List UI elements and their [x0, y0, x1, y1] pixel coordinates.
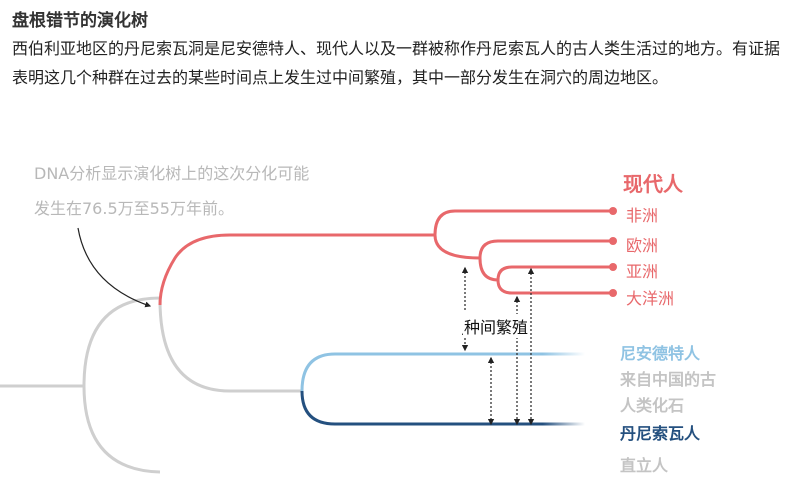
annotation-arrow [77, 227, 152, 308]
annotation-line-1: DNA分析显示演化树上的这次分化可能 [34, 164, 310, 183]
root-split [82, 296, 161, 474]
label-china-fossil-line2: 人类化石 [620, 396, 685, 415]
label-denisovan: 丹尼索瓦人 [620, 424, 701, 443]
denisovan-branch [300, 390, 585, 426]
oceania-branch [496, 279, 613, 295]
annotation-line-2: 发生在76.5万至55万年前。 [34, 199, 234, 218]
oceania-dot [609, 289, 617, 297]
asia-dot [609, 263, 617, 271]
interbreeding-label: 种间繁殖 [463, 314, 530, 338]
africa-branch [433, 209, 613, 236]
asia-oceania-branch [478, 257, 499, 282]
europe-dot [609, 237, 617, 245]
label-china-fossil-line1: 来自中国的古 [620, 370, 717, 389]
modern-branch [158, 233, 435, 306]
label-europe: 欧洲 [626, 236, 659, 255]
label-oceania: 大洋洲 [626, 289, 675, 308]
neanderthal-branch [300, 352, 585, 392]
label-africa: 非洲 [626, 206, 659, 225]
asia-branch [496, 265, 613, 281]
diagram-title: 盘根错节的演化树 [12, 11, 148, 31]
label-neanderthal: 尼安德特人 [620, 344, 701, 363]
intro-paragraph: 西伯利亚地区的丹尼索瓦洞是尼安德特人、现代人以及一群被称作丹尼索瓦人的古人类生活… [12, 39, 781, 87]
label-modern-humans: 现代人 [623, 172, 683, 196]
label-asia: 亚洲 [626, 262, 659, 281]
europe-branch [478, 239, 613, 259]
archaic-branch [158, 299, 302, 393]
label-erectus: 直立人 [620, 456, 669, 475]
africa-dot [609, 207, 617, 215]
eurasia-branch [433, 234, 481, 260]
